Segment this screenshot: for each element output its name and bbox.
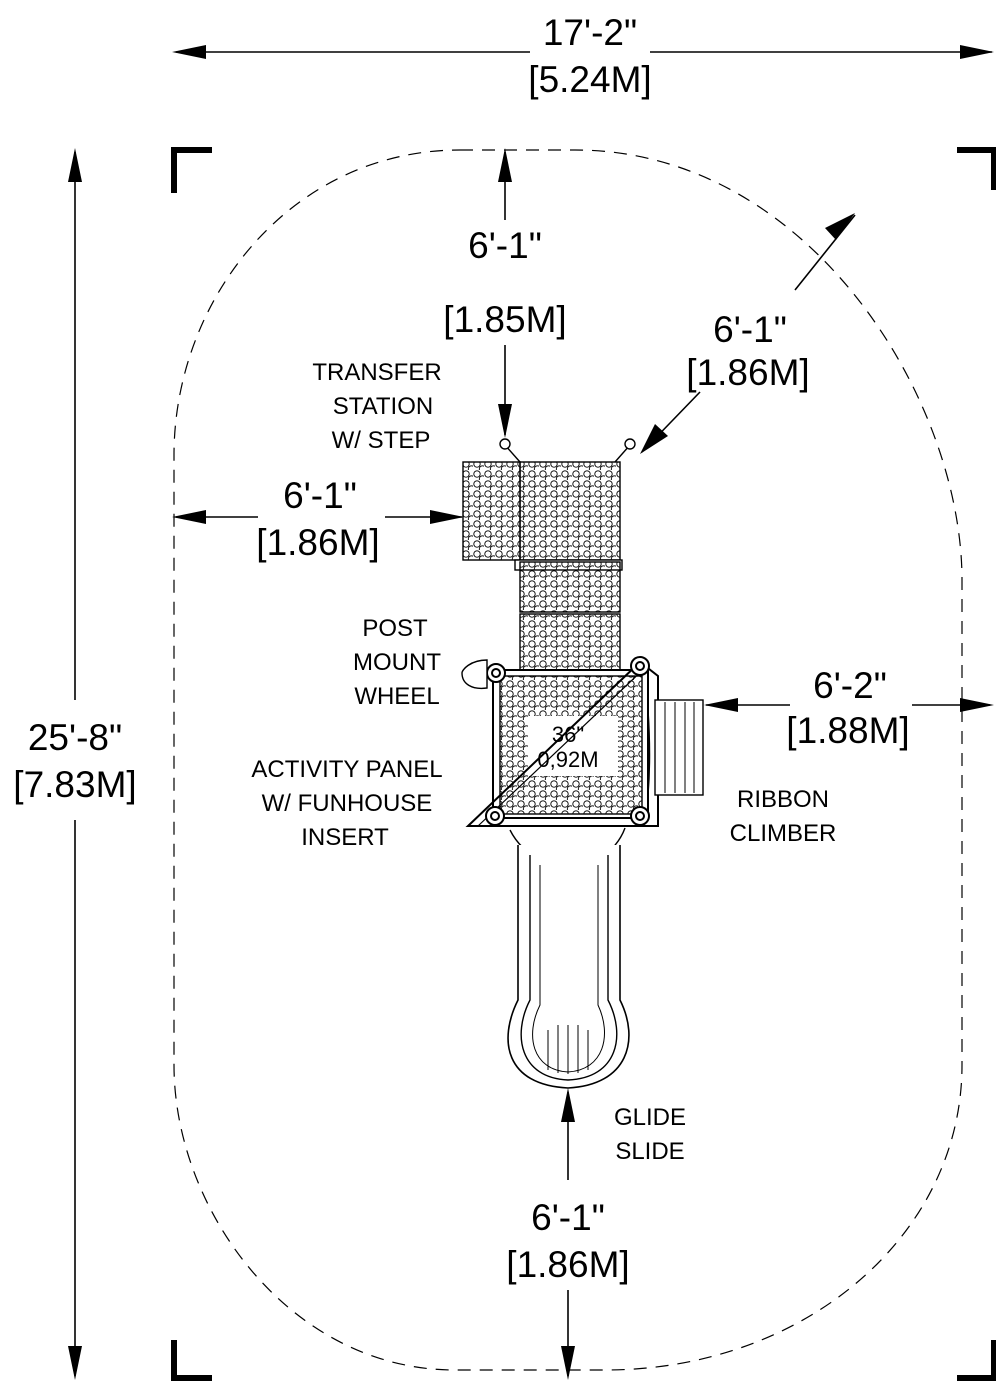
top-right-clearance-m: [1.86M] bbox=[686, 352, 809, 393]
overall-width-ft: 17'-2" bbox=[543, 12, 637, 53]
right-clearance-ft: 6'-2" bbox=[813, 665, 887, 706]
label-glide-slide: GLIDE SLIDE bbox=[614, 1104, 686, 1165]
transfer-step bbox=[462, 461, 521, 561]
bottom-clearance-dimension: 6'-1" [1.86M] bbox=[506, 1088, 630, 1380]
bottom-clearance-m: [1.86M] bbox=[506, 1244, 629, 1285]
deck-posts bbox=[485, 656, 650, 826]
svg-text:POST: POST bbox=[362, 615, 428, 642]
left-clearance-m: [1.86M] bbox=[256, 522, 379, 563]
deck-height-imperial: 36" bbox=[552, 722, 584, 747]
overall-width-metric: [5.24M] bbox=[528, 59, 651, 100]
svg-text:W/ FUNHOUSE: W/ FUNHOUSE bbox=[262, 790, 433, 817]
top-right-clearance-dimension: 6'-1" [1.86M] bbox=[640, 213, 856, 454]
corner-marks bbox=[171, 147, 996, 1381]
svg-text:TRANSFER: TRANSFER bbox=[312, 359, 441, 386]
overall-length-dimension: 25'-8" [7.83M] bbox=[13, 148, 137, 1380]
svg-text:RIBBON: RIBBON bbox=[737, 786, 829, 813]
right-clearance-m: [1.88M] bbox=[786, 710, 909, 751]
svg-text:W/ STEP: W/ STEP bbox=[332, 427, 431, 454]
bottom-clearance-ft: 6'-1" bbox=[531, 1197, 605, 1238]
left-clearance-ft: 6'-1" bbox=[283, 475, 357, 516]
post-mount-wheel bbox=[461, 659, 488, 690]
right-clearance-dimension: 6'-2" [1.88M] bbox=[704, 665, 994, 751]
use-zone-boundary bbox=[173, 149, 963, 1371]
top-right-clearance-ft: 6'-1" bbox=[713, 309, 787, 350]
svg-text:STATION: STATION bbox=[333, 393, 433, 420]
glide-slide bbox=[507, 845, 630, 1089]
transfer-stair-2 bbox=[519, 561, 621, 613]
svg-text:WHEEL: WHEEL bbox=[354, 683, 439, 710]
activity-panel bbox=[465, 660, 659, 827]
top-clearance-dimension: 6'-1" [1.85M] bbox=[443, 148, 567, 438]
overall-width-dimension: 17'-2" [7.83M] [5.24M] bbox=[172, 12, 994, 100]
top-clearance-m: [1.85M] bbox=[443, 299, 566, 340]
svg-text:GLIDE: GLIDE bbox=[614, 1104, 686, 1131]
transfer-handholds bbox=[499, 438, 636, 463]
left-clearance-dimension: 6'-1" [1.86M] bbox=[172, 475, 464, 563]
play-structure bbox=[461, 438, 704, 1089]
svg-text:CLIMBER: CLIMBER bbox=[730, 820, 837, 847]
label-transfer-station: TRANSFER STATION W/ STEP bbox=[312, 359, 441, 454]
label-ribbon-climber: RIBBON CLIMBER bbox=[730, 786, 837, 847]
transfer-platform bbox=[519, 461, 621, 561]
label-activity-panel: ACTIVITY PANEL W/ FUNHOUSE INSERT bbox=[251, 756, 442, 851]
overall-length-ft: 25'-8" bbox=[28, 717, 122, 758]
deck-height-label: 36" 0,92M bbox=[537, 722, 598, 772]
svg-text:MOUNT: MOUNT bbox=[353, 649, 441, 676]
overall-length-m: [7.83M] bbox=[13, 764, 136, 805]
svg-text:SLIDE: SLIDE bbox=[615, 1138, 684, 1165]
deck-height-metric: 0,92M bbox=[537, 747, 598, 772]
svg-text:INSERT: INSERT bbox=[301, 824, 389, 851]
label-post-mount-wheel: POST MOUNT WHEEL bbox=[353, 615, 441, 710]
svg-text:ACTIVITY PANEL: ACTIVITY PANEL bbox=[251, 756, 442, 783]
ribbon-climber bbox=[654, 699, 704, 796]
transfer-stair-3 bbox=[519, 613, 621, 671]
top-clearance-ft: 6'-1" bbox=[468, 225, 542, 266]
